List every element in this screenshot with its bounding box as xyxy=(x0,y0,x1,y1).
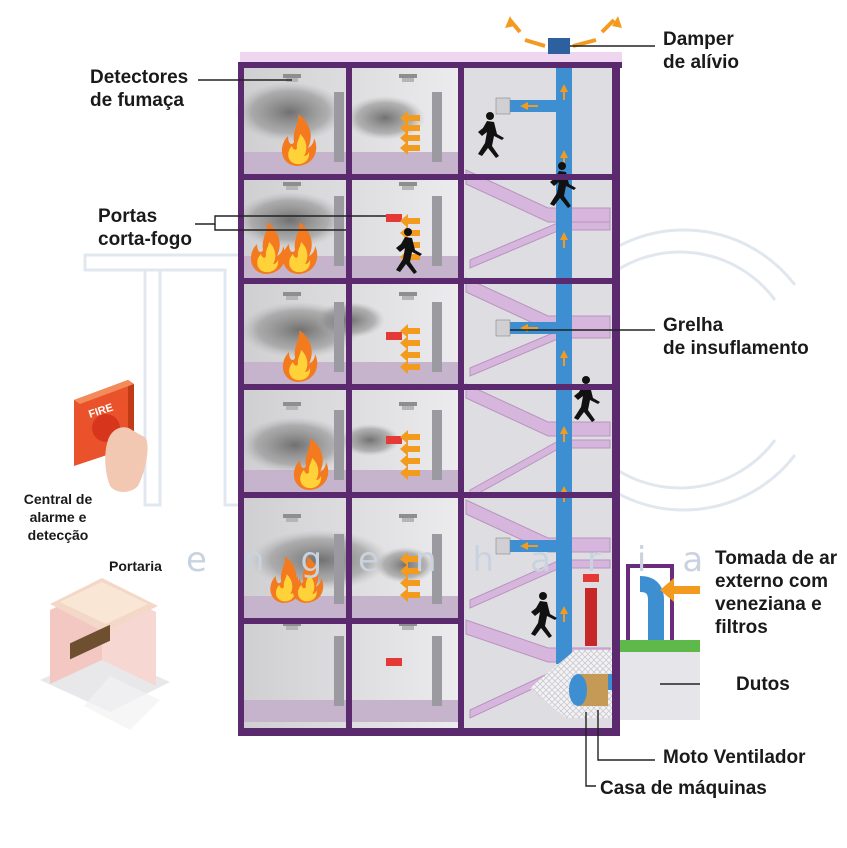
label-portas-line2: corta-fogo xyxy=(98,229,192,250)
label-tomada-line4: filtros xyxy=(715,617,768,638)
exit-door xyxy=(585,588,597,646)
guard-house xyxy=(40,578,170,730)
label-damper: Damper de alívio xyxy=(663,28,739,74)
fire-alarm-button: FIRE xyxy=(74,380,148,492)
label-damper-line1: Damper xyxy=(663,29,734,50)
label-moto-ventilador: Moto Ventilador xyxy=(663,747,806,768)
corta-fogo-doors xyxy=(334,92,442,706)
label-portas: Portas corta-fogo xyxy=(98,205,192,251)
label-detectores-line2: de fumaça xyxy=(90,90,184,111)
vertical-supply-duct xyxy=(495,64,572,664)
watermark-text: engenharia xyxy=(186,540,740,580)
label-damper-line2: de alívio xyxy=(663,52,740,73)
label-central-line1: Central de xyxy=(23,491,93,507)
label-central-line3: detecção xyxy=(27,527,89,543)
label-detectores-line1: Detectores xyxy=(90,67,189,88)
label-central-line2: alarme e xyxy=(29,509,87,525)
label-tomada: Tomada de ar externo com veneziana e fil… xyxy=(715,547,837,639)
label-tomada-line3: veneziana e xyxy=(715,594,822,615)
external-duct xyxy=(608,564,700,720)
label-grelha-line2: de insuflamento xyxy=(663,338,809,359)
label-grelha-line1: Grelha xyxy=(663,315,724,336)
machine-room xyxy=(530,650,612,718)
label-central: Central de alarme e detecção xyxy=(10,490,106,544)
building-frame xyxy=(238,62,622,736)
label-grelha: Grelha de insuflamento xyxy=(663,314,809,360)
label-portaria: Portaria xyxy=(109,558,162,574)
smoke-clouds xyxy=(235,82,435,590)
label-dutos: Dutos xyxy=(736,674,790,695)
label-tomada-line2: externo com xyxy=(715,571,828,592)
relief-damper xyxy=(505,16,622,54)
leader-lines xyxy=(195,45,700,787)
label-portas-line1: Portas xyxy=(98,206,158,227)
label-casa-de-maquinas: Casa de máquinas xyxy=(600,778,767,799)
label-tomada-line1: Tomada de ar xyxy=(715,548,838,569)
exit-signs xyxy=(386,214,599,666)
label-detectores: Detectores de fumaça xyxy=(90,66,188,112)
